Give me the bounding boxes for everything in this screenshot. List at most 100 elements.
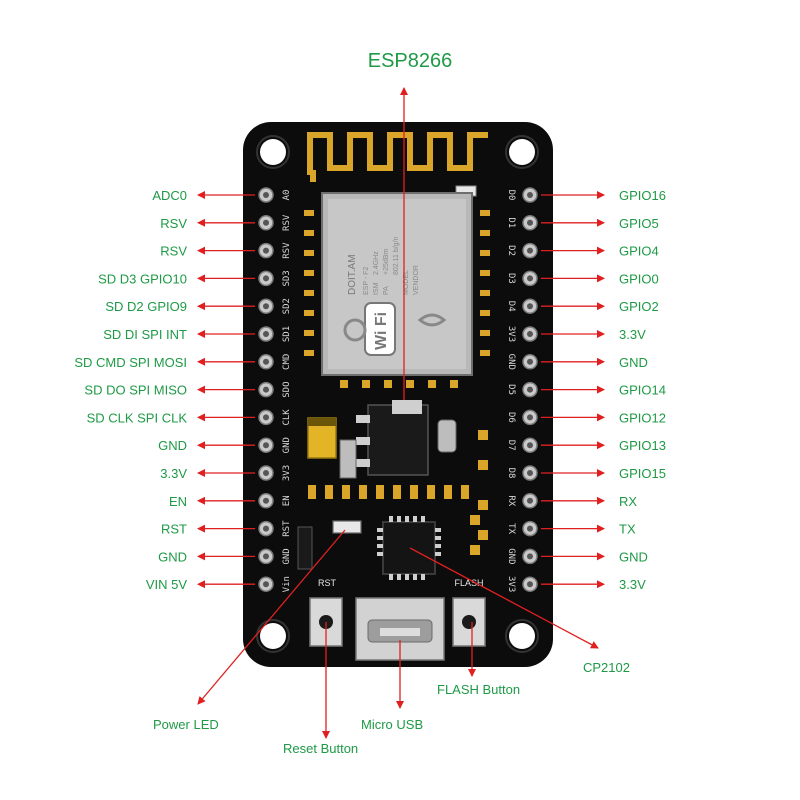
right-silk-label: D4 xyxy=(506,301,516,312)
module-line1: ESP - F2 xyxy=(363,267,370,295)
module-vendor: VENDOR xyxy=(413,265,420,295)
left-silk-label: RSV xyxy=(282,214,292,231)
right-pin-label: 3.3V xyxy=(619,327,646,342)
right-silk-label: D7 xyxy=(506,440,516,451)
board-flash-label: FLASH xyxy=(454,578,483,588)
module-line4: 802.11 b/g/n xyxy=(393,236,400,275)
left-silk-label: SD2 xyxy=(282,298,292,314)
voltage-regulator xyxy=(367,404,429,476)
right-silk-label: D6 xyxy=(506,412,516,423)
right-pin-header: D3 xyxy=(506,270,538,287)
left-silk-label: A0 xyxy=(282,190,292,201)
cp2102-label: CP2102 xyxy=(583,660,630,675)
left-pin-label: SD D3 GPIO10 xyxy=(98,271,187,286)
right-pin-header: D5 xyxy=(506,381,538,398)
right-pin-label: GPIO12 xyxy=(619,410,666,425)
mount-hole-top-left xyxy=(260,139,286,165)
left-pin-label: VIN 5V xyxy=(146,577,188,592)
left-pin-header: GND xyxy=(258,437,292,453)
power-led-arrow xyxy=(197,529,346,705)
module-model: MODEL xyxy=(403,270,410,295)
left-silk-label: CLK xyxy=(282,409,292,426)
right-silk-label: TX xyxy=(506,523,516,534)
left-silk-label: EN xyxy=(282,495,292,506)
right-pin-label: RX xyxy=(619,494,637,509)
right-silk-label: GND xyxy=(506,548,516,564)
right-pin-label: GPIO2 xyxy=(619,299,659,314)
left-silk-label: Vin xyxy=(282,576,292,592)
module-line2: 2.4GHz xyxy=(373,251,380,275)
right-pin-header: D1 xyxy=(506,215,538,231)
flash-button[interactable] xyxy=(452,597,486,647)
left-silk-label: RSV xyxy=(282,242,292,259)
left-pin-header: GND xyxy=(258,548,292,565)
right-pin-label: GPIO4 xyxy=(619,244,659,259)
left-silk-label: SD3 xyxy=(282,270,292,286)
mount-hole-top-right xyxy=(509,139,535,165)
right-pin-label: GPIO14 xyxy=(619,383,666,398)
right-pin-label: GND xyxy=(619,549,648,564)
right-pin-label: GND xyxy=(619,355,648,370)
right-silk-label: RX xyxy=(506,495,516,506)
left-pin-header: RSV xyxy=(258,214,292,231)
right-pin-label: GPIO15 xyxy=(619,466,666,481)
left-silk-label: SD1 xyxy=(282,326,292,342)
module-line3: +25dBm xyxy=(383,249,390,275)
right-pin-label: 3.3V xyxy=(619,577,646,592)
right-silk-label: D1 xyxy=(506,217,516,228)
left-silk-label: GND xyxy=(282,548,292,564)
left-pin-label: SD D2 GPIO9 xyxy=(105,299,187,314)
module-ism: ISM xyxy=(373,282,380,295)
flash-button-label: FLASH Button xyxy=(437,682,520,697)
left-pin-label: SD DI SPI INT xyxy=(103,327,187,342)
power-led-label: Power LED xyxy=(153,717,219,732)
left-pin-header: SD2 xyxy=(258,298,292,314)
cp2102-arrow xyxy=(409,547,599,649)
right-pin-label: GPIO5 xyxy=(619,216,659,231)
left-pin-label: RST xyxy=(161,522,187,537)
right-pin-header: GND xyxy=(506,354,538,370)
module-pa: PA xyxy=(383,286,390,295)
left-silk-label: CMD xyxy=(282,354,292,370)
left-pin-label: GND xyxy=(158,438,187,453)
module-brand: DOIT.AM xyxy=(347,254,358,295)
left-pin-label: SD CMD SPI MOSI xyxy=(74,355,187,370)
right-pin-label: GPIO16 xyxy=(619,188,666,203)
left-pin-header: A0 xyxy=(258,187,292,203)
right-silk-label: 3V3 xyxy=(506,326,516,342)
right-pin-header: D0 xyxy=(506,187,538,203)
left-pin-label: SD CLK SPI CLK xyxy=(87,410,188,425)
right-pin-label: GPIO0 xyxy=(619,271,659,286)
left-pin-header: Vin xyxy=(258,576,292,592)
left-pin-header: RST xyxy=(258,520,292,537)
right-silk-label: 3V3 xyxy=(506,576,516,592)
power-led xyxy=(332,520,362,534)
left-silk-label: SDO xyxy=(282,381,292,397)
right-pin-header: RX xyxy=(506,493,538,509)
mount-hole-bottom-right xyxy=(509,623,535,649)
right-pin-header: 3V3 xyxy=(506,326,538,342)
right-pin-header: TX xyxy=(506,520,538,537)
right-silk-label: D5 xyxy=(506,384,516,395)
left-pin-header: RSV xyxy=(258,242,292,259)
right-pin-label: TX xyxy=(619,522,636,537)
reset-button-label: Reset Button xyxy=(283,741,358,756)
esp-module: Wi Fi DOIT.AM ESP - F2 ISM 2.4GHz PA +25… xyxy=(321,192,473,376)
pcb-antenna xyxy=(303,123,495,185)
board-rst-label: RST xyxy=(318,578,337,588)
left-pin-label: ADC0 xyxy=(152,188,187,203)
left-silk-label: GND xyxy=(282,437,292,453)
nodemcu-board: Wi Fi DOIT.AM ESP - F2 ISM 2.4GHz PA +25… xyxy=(243,122,553,667)
right-pin-header: GND xyxy=(506,548,538,565)
right-pin-header: D8 xyxy=(506,465,538,481)
left-pin-header: SD3 xyxy=(258,270,292,287)
pin-headers: A0RSVRSVSD3SD2SD1CMDSDOCLKGND3V3ENRSTGND… xyxy=(258,187,538,592)
left-pin-header: EN xyxy=(258,493,292,509)
left-pin-label: GND xyxy=(158,549,187,564)
right-pin-header: D2 xyxy=(506,242,538,259)
left-pin-label: EN xyxy=(169,494,187,509)
right-silk-label: D0 xyxy=(506,190,516,201)
left-pin-header: CLK xyxy=(258,409,292,426)
